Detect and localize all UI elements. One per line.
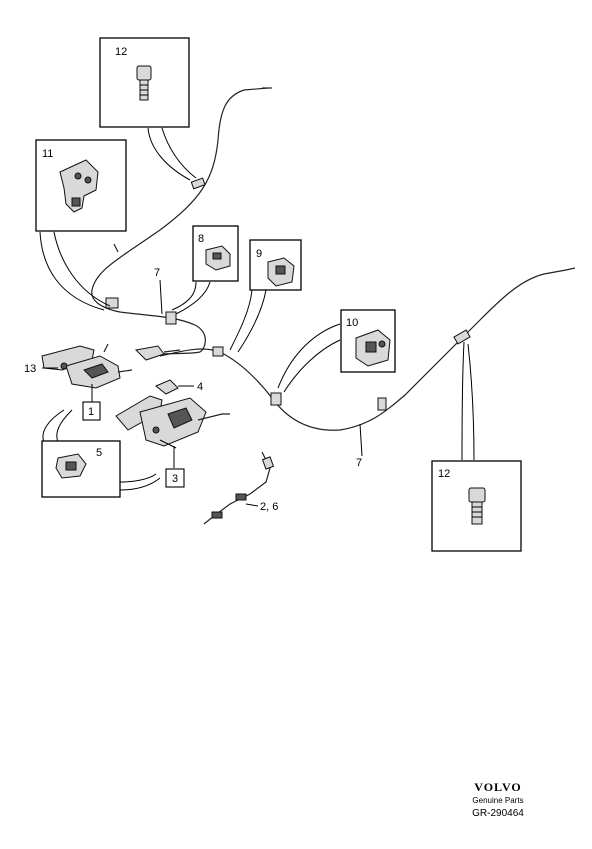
callout-10: 10 xyxy=(346,317,358,329)
brand-tagline: Genuine Parts xyxy=(472,796,524,805)
callout-7-lower-label: 7 xyxy=(356,457,362,469)
callout-2-6: 2, 6 xyxy=(260,501,278,513)
cable-clips xyxy=(105,177,471,411)
parking-brake-cable-right xyxy=(159,267,576,431)
parking-brake-lever-1 xyxy=(41,343,133,389)
callout-7-upper: 7 xyxy=(154,267,163,315)
sensor-cable-2-6: 2, 6 xyxy=(203,451,278,525)
cable-equalizer xyxy=(134,345,181,361)
bolt-icon xyxy=(468,487,486,525)
callout-3-group: 3 xyxy=(165,446,185,488)
callout-3: 3 xyxy=(172,473,178,485)
clip-icon xyxy=(205,245,231,271)
detail-box-12-top: 12 xyxy=(99,37,197,181)
bracket-icon xyxy=(59,159,99,213)
brand-footer: VOLVO Genuine Parts GR-290464 xyxy=(458,780,538,819)
detail-box-5: 5 xyxy=(41,440,161,498)
detail-box-8: 8 xyxy=(171,225,239,315)
callout-7-upper-label: 7 xyxy=(154,267,160,279)
brand-logo: VOLVO xyxy=(474,780,522,794)
detail-box-12-bottom: 12 xyxy=(431,341,522,552)
callout-5: 5 xyxy=(96,447,102,459)
callout-4: 4 xyxy=(197,381,203,393)
callout-1: 1 xyxy=(88,406,94,418)
callout-12-bottom: 12 xyxy=(438,468,450,480)
part-4-group: 4 xyxy=(155,379,203,395)
detail-box-10: 10 xyxy=(277,309,396,393)
clip-icon xyxy=(267,257,295,287)
diagram-reference: GR-290464 xyxy=(472,808,524,819)
bolt-icon xyxy=(136,65,152,101)
clip-icon xyxy=(355,329,391,367)
callout-12-top: 12 xyxy=(115,46,127,58)
detail-box-9: 9 xyxy=(229,239,302,353)
callout-13: 13 xyxy=(24,363,36,375)
callout-9: 9 xyxy=(256,248,262,260)
detail-box-11: 11 xyxy=(35,139,127,311)
callout-1-group: 1 xyxy=(42,384,101,443)
switch-icon xyxy=(55,453,87,479)
callout-7-lower: 7 xyxy=(356,423,363,469)
callout-8: 8 xyxy=(198,233,204,245)
callout-13-group: 13 xyxy=(24,363,58,375)
parking-brake-lever-3 xyxy=(115,395,230,449)
callout-11: 11 xyxy=(42,148,53,160)
